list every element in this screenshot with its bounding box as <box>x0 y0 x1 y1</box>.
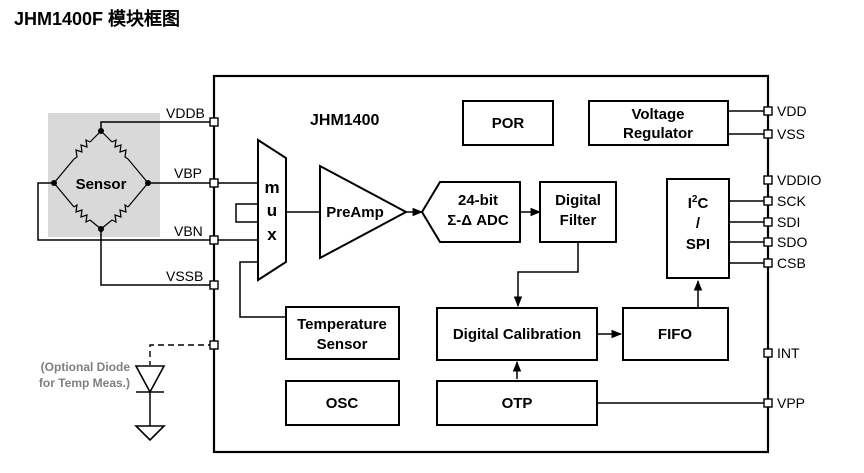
voltage-regulator-block: Voltage Regulator <box>588 100 729 146</box>
pin-label-vss: VSS <box>777 126 805 142</box>
pin-label-vbn: VBN <box>174 223 203 239</box>
pin-pad-vddb <box>209 117 219 127</box>
diode-icon <box>134 365 166 426</box>
por-label: POR <box>492 115 525 132</box>
digital-calibration-label: Digital Calibration <box>453 326 581 343</box>
preamp-block: PreAmp <box>319 164 409 260</box>
temperature-sensor-label-1: Temperature <box>297 316 387 333</box>
temperature-sensor-block: Temperature Sensor <box>285 306 400 360</box>
voltage-regulator-label-2: Regulator <box>623 125 693 142</box>
mux-label-u: u <box>267 201 277 220</box>
digital-filter-label-2: Filter <box>560 212 597 229</box>
pin-pad-vdd <box>763 106 773 116</box>
pin-label-vddb: VDDB <box>166 105 205 121</box>
diagram-title: JHM1400F 模块框图 <box>14 8 180 29</box>
mux-label-m: m <box>264 178 279 197</box>
adc-block: 24-bit Σ-Δ ADC <box>420 181 521 243</box>
pin-pad-sdo <box>763 237 773 247</box>
voltage-regulator-label-1: Voltage <box>631 106 684 123</box>
adc-label-2: Σ-Δ ADC <box>447 212 509 229</box>
fifo-label: FIFO <box>658 326 692 343</box>
pin-pad-vddio <box>763 175 773 185</box>
digital-filter-label-1: Digital <box>555 192 601 209</box>
pin-pad-diode <box>209 340 219 350</box>
i2c-spi-label-1: I2C <box>688 194 709 212</box>
chip-name: JHM1400 <box>310 112 379 129</box>
sensor-area <box>48 113 160 237</box>
osc-block: OSC <box>285 380 400 426</box>
diode-dashed-wire <box>149 344 214 365</box>
pin-label-vbp: VBP <box>174 165 202 181</box>
i2c-spi-label-3: SPI <box>686 236 710 253</box>
osc-label: OSC <box>326 395 359 412</box>
optional-diode-label-1: (Optional Diode <box>41 360 131 374</box>
pin-pad-vssb <box>209 280 219 290</box>
otp-block: OTP <box>436 380 598 426</box>
pin-pad-int <box>763 348 773 358</box>
pin-pad-sck <box>763 196 773 206</box>
mux-label-x: x <box>267 225 277 244</box>
pin-label-csb: CSB <box>777 255 806 271</box>
adc-label-1: 24-bit <box>458 192 498 209</box>
otp-label: OTP <box>502 395 533 412</box>
por-block: POR <box>462 100 554 146</box>
pin-pad-vbp <box>209 178 219 188</box>
pin-pad-vss <box>763 129 773 139</box>
digital-calibration-block: Digital Calibration <box>436 307 598 361</box>
pin-label-int: INT <box>777 345 800 361</box>
pin-pad-vpp <box>763 398 773 408</box>
pin-label-sdo: SDO <box>777 234 807 250</box>
pin-label-vddio: VDDIO <box>777 172 821 188</box>
pin-label-vdd: VDD <box>777 103 807 119</box>
pin-label-vssb: VSSB <box>166 268 203 284</box>
optional-diode-label-2: for Temp Meas.) <box>39 376 130 390</box>
mux-block: m u x <box>257 138 287 282</box>
pin-pad-csb <box>763 258 773 268</box>
pin-pad-sdi <box>763 217 773 227</box>
preamp-label: PreAmp <box>326 204 384 221</box>
pin-label-sck: SCK <box>777 193 806 209</box>
ground-icon <box>134 425 166 442</box>
sensor-label: Sensor <box>76 176 127 193</box>
i2c-spi-block: I2C / SPI <box>666 178 730 279</box>
fifo-block: FIFO <box>622 307 729 361</box>
pin-pad-vbn <box>209 235 219 245</box>
pin-label-vpp: VPP <box>777 395 805 411</box>
digital-filter-block: Digital Filter <box>539 181 617 243</box>
temperature-sensor-label-2: Sensor <box>317 336 368 353</box>
i2c-spi-label-2: / <box>696 215 701 232</box>
pin-label-sdi: SDI <box>777 214 800 230</box>
